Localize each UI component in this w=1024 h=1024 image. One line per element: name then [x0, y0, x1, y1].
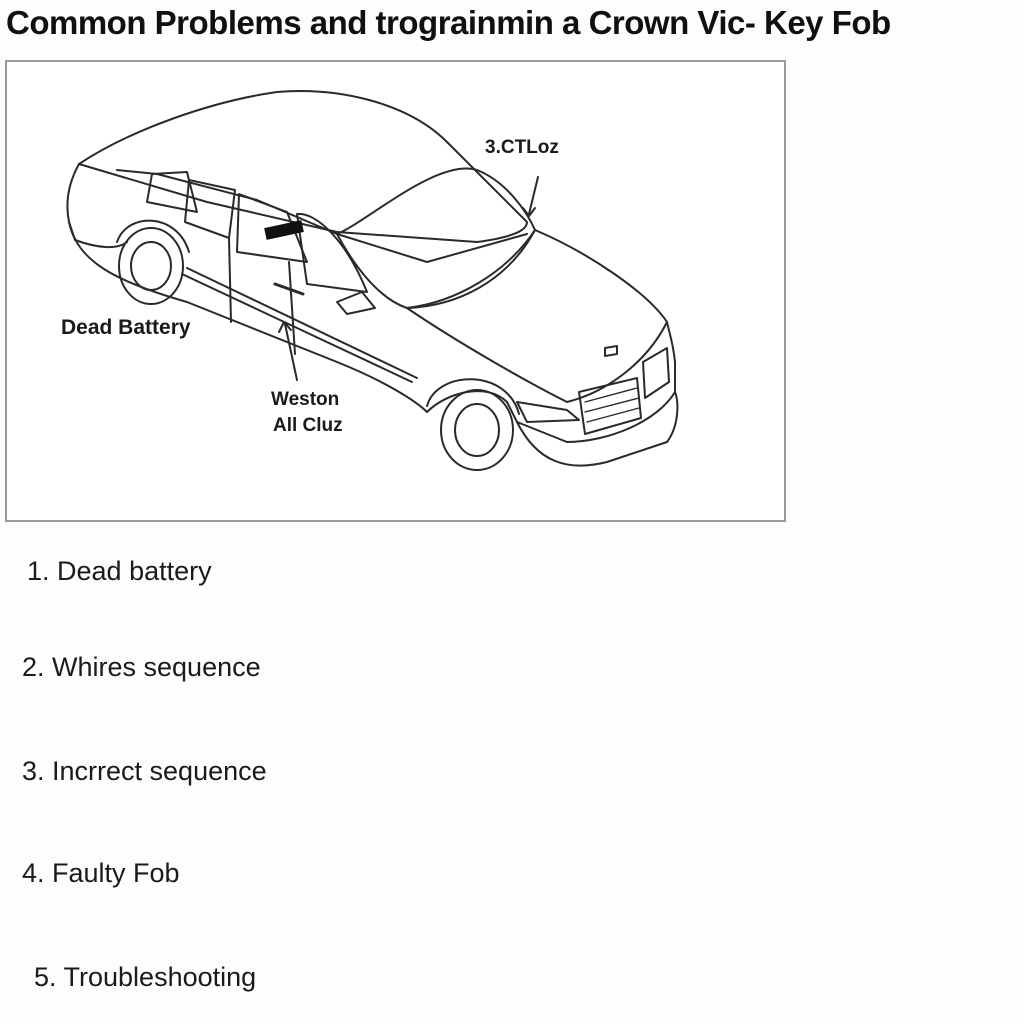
- callout-bottom-line1: Weston: [271, 389, 340, 410]
- grille-bars: [584, 387, 640, 423]
- callout-arrow-bottom: [284, 323, 298, 381]
- door-line-rear: [228, 237, 232, 323]
- door-line-front: [288, 261, 296, 355]
- grille: [578, 377, 642, 435]
- callout-arrow-top: [528, 176, 539, 215]
- rear-wheel: [118, 227, 184, 305]
- callout-bottom-line2: All Cluz: [273, 415, 343, 436]
- front-wheel-arch: [426, 378, 520, 415]
- side-trim: [181, 273, 413, 383]
- car-roof: [78, 90, 528, 243]
- rear-wheel-arch: [116, 219, 190, 253]
- headlight: [516, 401, 580, 423]
- car-diagram: 3.CTLoz Dead Battery Weston All Cluz: [5, 60, 786, 522]
- callout-arrow-top-head: [522, 207, 536, 217]
- door-handle-rear: [264, 220, 304, 240]
- list-item-5: 5. Troubleshooting: [34, 962, 257, 992]
- front-side-window: [296, 212, 368, 293]
- list-item-4: 4. Faulty Fob: [22, 858, 180, 888]
- side-mirror: [336, 291, 376, 315]
- list-item-1: 1. Dead battery: [27, 556, 212, 586]
- front-wheel-hub: [454, 403, 500, 457]
- list-item-3: 3. Incrrect sequence: [22, 756, 267, 786]
- side-sill: [186, 267, 418, 379]
- page-title: Common Problems and trograinmin a Crown …: [6, 4, 891, 41]
- front-wheel: [440, 389, 514, 471]
- car-illustration: [66, 90, 679, 471]
- callout-arrow-bottom-head: [278, 321, 292, 333]
- callout-top-right: 3.CTLoz: [485, 137, 559, 158]
- rear-wheel-hub: [130, 241, 172, 291]
- side-grille: [642, 347, 670, 399]
- door-handle-front: [273, 282, 305, 296]
- front-bumper: [516, 391, 679, 467]
- rear-window: [146, 171, 198, 213]
- callout-dead-battery: Dead Battery: [61, 316, 191, 339]
- list-item-2: 2. Whires sequence: [22, 652, 261, 682]
- side-window-front: [236, 193, 308, 263]
- grille-badge: [604, 345, 618, 357]
